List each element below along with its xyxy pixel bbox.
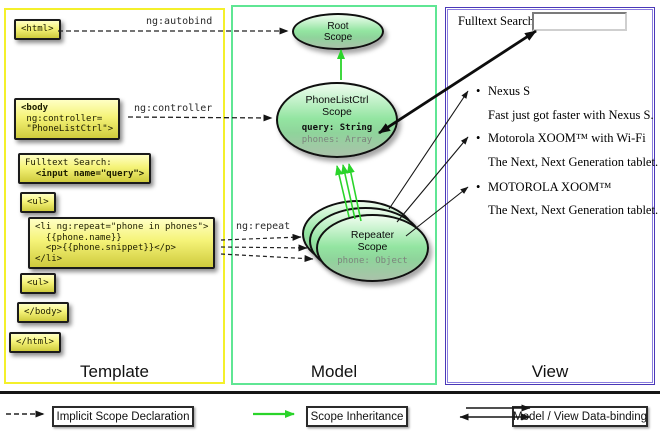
bullet-icon: • [476, 180, 481, 194]
ng-autobind-label: ng:autobind [146, 16, 213, 27]
legend-separator-line [0, 391, 660, 394]
item-title-text: Nexus S [488, 84, 531, 98]
phonelistctrl-scope-name: PhoneListCtrl Scope [305, 94, 369, 118]
model-panel-label: Model [310, 362, 358, 381]
legend-implicit-scope-declaration: Implicit Scope Declaration [52, 406, 194, 427]
bullet-icon: • [476, 131, 481, 145]
list-item-description: The Next, Next Generation tablet. [488, 155, 659, 169]
view-search-label: Fulltext Search: [458, 14, 538, 28]
template-panel-label: Template [80, 362, 149, 381]
model-panel [231, 5, 437, 385]
code-body-open-bold: <body [21, 103, 49, 113]
bullet-icon: • [476, 84, 481, 98]
legend-model-view-databinding: Model / View Data-binding [512, 406, 648, 427]
code-ul-second-tag: <ul> [20, 273, 56, 294]
code-html-close-tag: </html> [9, 332, 61, 353]
view-panel-label: View [531, 362, 569, 381]
list-item-title: • Motorola XOOM™ with Wi-Fi [476, 131, 646, 146]
ng-controller-label: ng:controller [134, 103, 213, 114]
list-item-title: • Nexus S [476, 84, 530, 99]
list-item-title: • MOTOROLA XOOM™ [476, 180, 612, 195]
item-title-text: MOTOROLA XOOM™ [488, 180, 612, 194]
view-panel [445, 7, 655, 385]
code-li-ng-repeat: <li ng:repeat="phone in phones"> {{phone… [28, 217, 216, 269]
ng-repeat-label: ng:repeat [236, 221, 291, 232]
legend-scope-inheritance: Scope Inheritance [306, 406, 408, 427]
root-scope-ellipse: Root Scope [292, 13, 384, 50]
code-body-open-tag: <body ng:controller= "PhoneListCtrl"> [14, 98, 121, 140]
item-title-text: Motorola XOOM™ with Wi-Fi [488, 131, 646, 145]
fulltext-search-input[interactable] [532, 12, 627, 31]
code-fulltext-search: Fulltext Search: <input name="query"> [18, 153, 152, 184]
phonelistctrl-scope-ellipse: PhoneListCtrl Scope query: String phones… [276, 82, 398, 158]
code-body-close-tag: </body> [17, 302, 69, 323]
code-ul-open-tag: <ul> [20, 192, 56, 213]
list-item-description: Fast just got faster with Nexus S. [488, 108, 654, 122]
list-item-description: The Next, Next Generation tablet. [488, 203, 659, 217]
root-scope-name: Root Scope [323, 20, 353, 43]
phonelistctrl-query-prop: query: String [301, 123, 373, 133]
repeater-scope-ellipse-front: Repeater Scope phone: Object [316, 214, 429, 282]
code-fulltext-label: Fulltext Search: [25, 158, 112, 168]
repeater-phone-prop: phone: Object [337, 256, 408, 266]
phonelistctrl-phones-prop: phones: Array [301, 135, 373, 145]
code-fulltext-input: <input name="query"> [35, 168, 145, 179]
repeater-scope-name: Repeater Scope [350, 229, 395, 253]
code-body-open-rest: ng:controller= "PhoneListCtrl"> [26, 113, 114, 134]
code-html-open-tag: <html> [14, 19, 61, 40]
